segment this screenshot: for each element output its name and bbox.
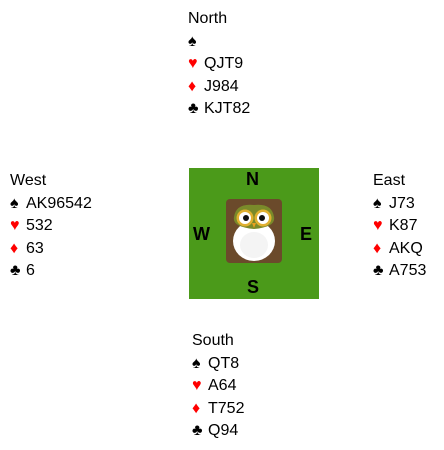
heart-icon: ♥ xyxy=(192,375,208,398)
north-diamonds-row: ♦J984 xyxy=(188,76,250,99)
east-clubs: A753 xyxy=(389,262,426,279)
hand-east-label: East xyxy=(373,170,426,193)
diamond-icon: ♦ xyxy=(10,238,26,261)
east-clubs-row: ♣A753 xyxy=(373,260,426,283)
heart-icon: ♥ xyxy=(188,53,204,76)
east-spades: J73 xyxy=(389,195,415,212)
east-diamonds-row: ♦AKQ xyxy=(373,238,426,261)
east-hearts-row: ♥K87 xyxy=(373,215,426,238)
diamond-icon: ♦ xyxy=(373,238,389,261)
west-spades: AK96542 xyxy=(26,195,92,212)
compass-east-label: E xyxy=(300,225,312,243)
compass-board: N S W E xyxy=(189,168,319,299)
west-hearts-row: ♥532 xyxy=(10,215,92,238)
club-icon: ♣ xyxy=(192,420,208,443)
south-diamonds-row: ♦T752 xyxy=(192,398,244,421)
north-spades-row: ♠ xyxy=(188,31,250,54)
west-spades-row: ♠AK96542 xyxy=(10,193,92,216)
spade-icon: ♠ xyxy=(188,31,204,54)
west-diamonds-row: ♦63 xyxy=(10,238,92,261)
north-diamonds: J984 xyxy=(204,78,239,95)
hand-west: West ♠AK96542 ♥532 ♦63 ♣6 xyxy=(10,170,92,283)
south-clubs-row: ♣Q94 xyxy=(192,420,244,443)
heart-icon: ♥ xyxy=(373,215,389,238)
hand-east: East ♠J73 ♥K87 ♦AKQ ♣A753 xyxy=(373,170,426,283)
hand-north-label: North xyxy=(188,8,250,31)
hand-south: South ♠QT8 ♥A64 ♦T752 ♣Q94 xyxy=(192,330,244,443)
spade-icon: ♠ xyxy=(192,353,208,376)
west-diamonds: 63 xyxy=(26,240,44,257)
spade-icon: ♠ xyxy=(10,193,26,216)
west-hearts: 532 xyxy=(26,217,53,234)
diamond-icon: ♦ xyxy=(188,76,204,99)
hand-west-label: West xyxy=(10,170,92,193)
south-hearts-row: ♥A64 xyxy=(192,375,244,398)
north-clubs-row: ♣KJT82 xyxy=(188,98,250,121)
club-icon: ♣ xyxy=(10,260,26,283)
east-spades-row: ♠J73 xyxy=(373,193,426,216)
north-hearts-row: ♥QJT9 xyxy=(188,53,250,76)
diamond-icon: ♦ xyxy=(192,398,208,421)
spade-icon: ♠ xyxy=(373,193,389,216)
west-clubs: 6 xyxy=(26,262,35,279)
south-diamonds: T752 xyxy=(208,400,244,417)
north-hearts: QJT9 xyxy=(204,55,243,72)
club-icon: ♣ xyxy=(373,260,389,283)
south-hearts: A64 xyxy=(208,377,236,394)
south-clubs: Q94 xyxy=(208,422,238,439)
hand-south-label: South xyxy=(192,330,244,353)
club-icon: ♣ xyxy=(188,98,204,121)
compass-north-label: N xyxy=(246,170,259,188)
north-clubs: KJT82 xyxy=(204,100,250,117)
south-spades: QT8 xyxy=(208,355,239,372)
compass-west-label: W xyxy=(193,225,210,243)
owl-icon xyxy=(226,199,282,263)
west-clubs-row: ♣6 xyxy=(10,260,92,283)
south-spades-row: ♠QT8 xyxy=(192,353,244,376)
east-hearts: K87 xyxy=(389,217,417,234)
compass-south-label: S xyxy=(247,278,259,296)
hand-north: North ♠ ♥QJT9 ♦J984 ♣KJT82 xyxy=(188,8,250,121)
heart-icon: ♥ xyxy=(10,215,26,238)
east-diamonds: AKQ xyxy=(389,240,423,257)
